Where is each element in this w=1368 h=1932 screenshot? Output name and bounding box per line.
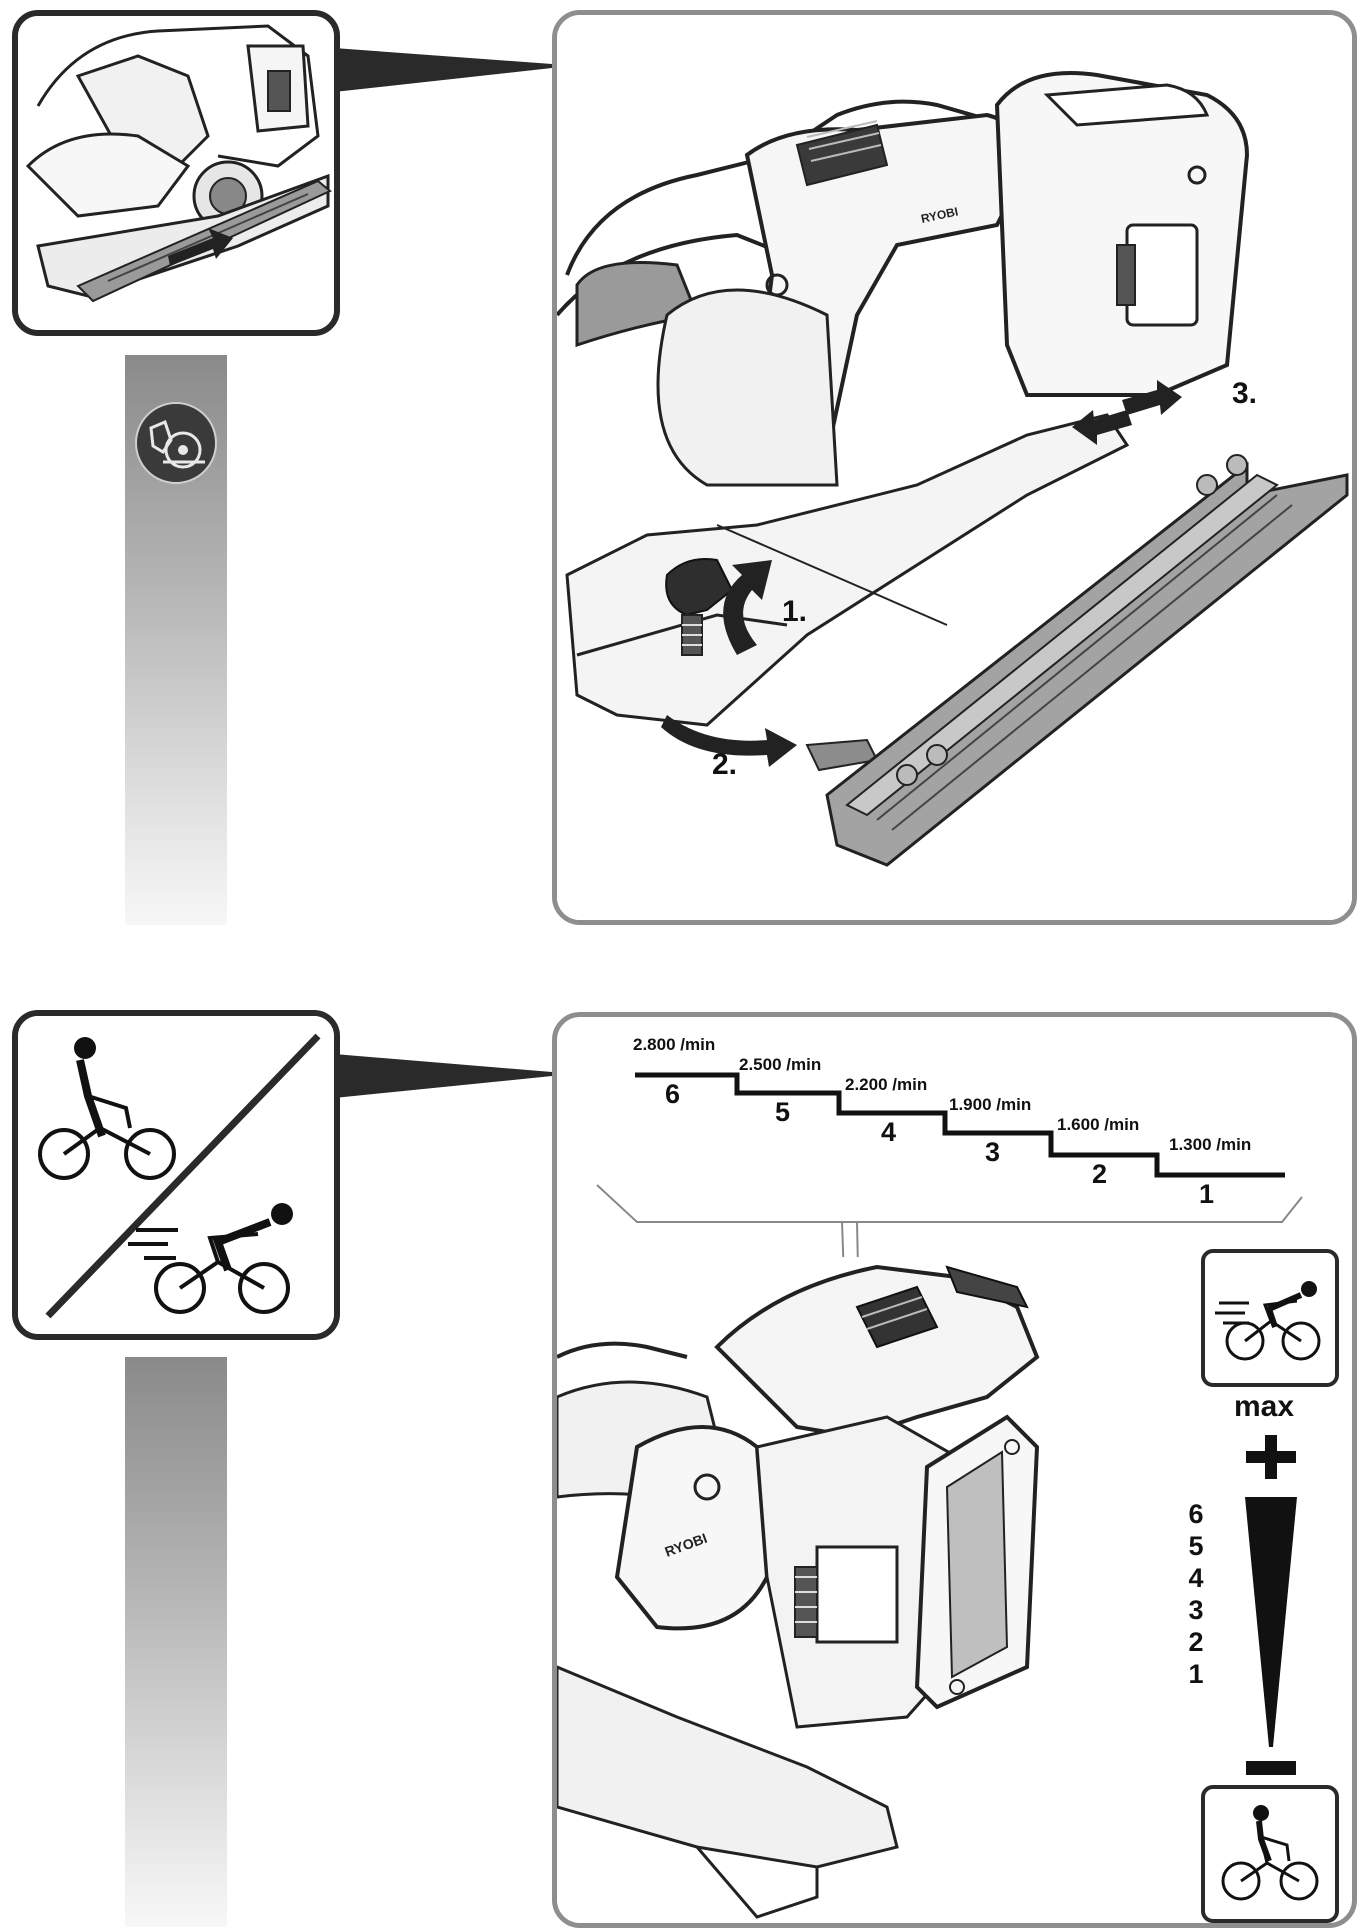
speed-rpm-4: 2.200 /min: [845, 1075, 928, 1094]
speed-level-6: 6: [665, 1079, 681, 1109]
max-label: max: [1234, 1390, 1295, 1423]
speed-rpm-5: 2.500 /min: [739, 1055, 822, 1074]
scale-level-5: 5: [1188, 1531, 1204, 1561]
panel-guide-removal: RYOBI: [552, 10, 1357, 925]
minus-icon: [1246, 1761, 1296, 1775]
slow-vs-fast-cyclist-icon: [18, 1016, 334, 1334]
speed-staircase: [596, 1072, 1303, 1257]
speed-level-5: 5: [775, 1097, 791, 1127]
speed-rpm-2: 1.600 /min: [1057, 1115, 1140, 1134]
step-marker-2: 2.: [712, 748, 738, 781]
speed-rpm-1: 1.300 /min: [1169, 1135, 1252, 1154]
speed-level-3: 3: [985, 1137, 1001, 1167]
circular-saw-hand-icon: [133, 400, 219, 486]
scale-level-6: 6: [1188, 1499, 1204, 1529]
speed-level-2: 2: [1092, 1159, 1108, 1189]
speed-level-1: 1: [1199, 1179, 1215, 1209]
plus-icon: [1246, 1435, 1296, 1479]
thumbnail-speed: [12, 1010, 340, 1340]
slow-cyclist-icon: [1221, 1805, 1319, 1901]
scale-level-4: 4: [1188, 1563, 1204, 1593]
step-marker-3: 3.: [1232, 377, 1258, 410]
scale-level-2: 2: [1188, 1627, 1204, 1657]
slow-speed-indicator: [1201, 1785, 1339, 1923]
step-marker-1: 1.: [782, 595, 808, 628]
fast-cyclist-icon: [1215, 1281, 1321, 1361]
saw-with-parallel-guide-illustration: RYOBI: [557, 15, 1352, 920]
scale-level-1: 1: [1188, 1659, 1204, 1689]
panel-speed-selection: 2.800 /min 6 2.500 /min 5 2.200 /min 4 1…: [552, 1012, 1357, 1928]
scale-level-3: 3: [1188, 1595, 1204, 1625]
fast-speed-indicator: [1201, 1249, 1339, 1387]
callout-pointer: [334, 1054, 552, 1098]
callout-pointer: [334, 48, 552, 92]
speed-rpm-6: 2.800 /min: [633, 1035, 716, 1054]
saw-speed-dial-illustration: RYOBI: [557, 1264, 1040, 1919]
section-bar: [125, 1357, 227, 1927]
speed-rpm-3: 1.900 /min: [949, 1095, 1032, 1114]
saw-guide-removal-icon: [18, 16, 334, 330]
thumbnail-guide-removal: [12, 10, 340, 336]
speed-level-4: 4: [881, 1117, 897, 1147]
speed-level-wedge: [1243, 1497, 1299, 1747]
